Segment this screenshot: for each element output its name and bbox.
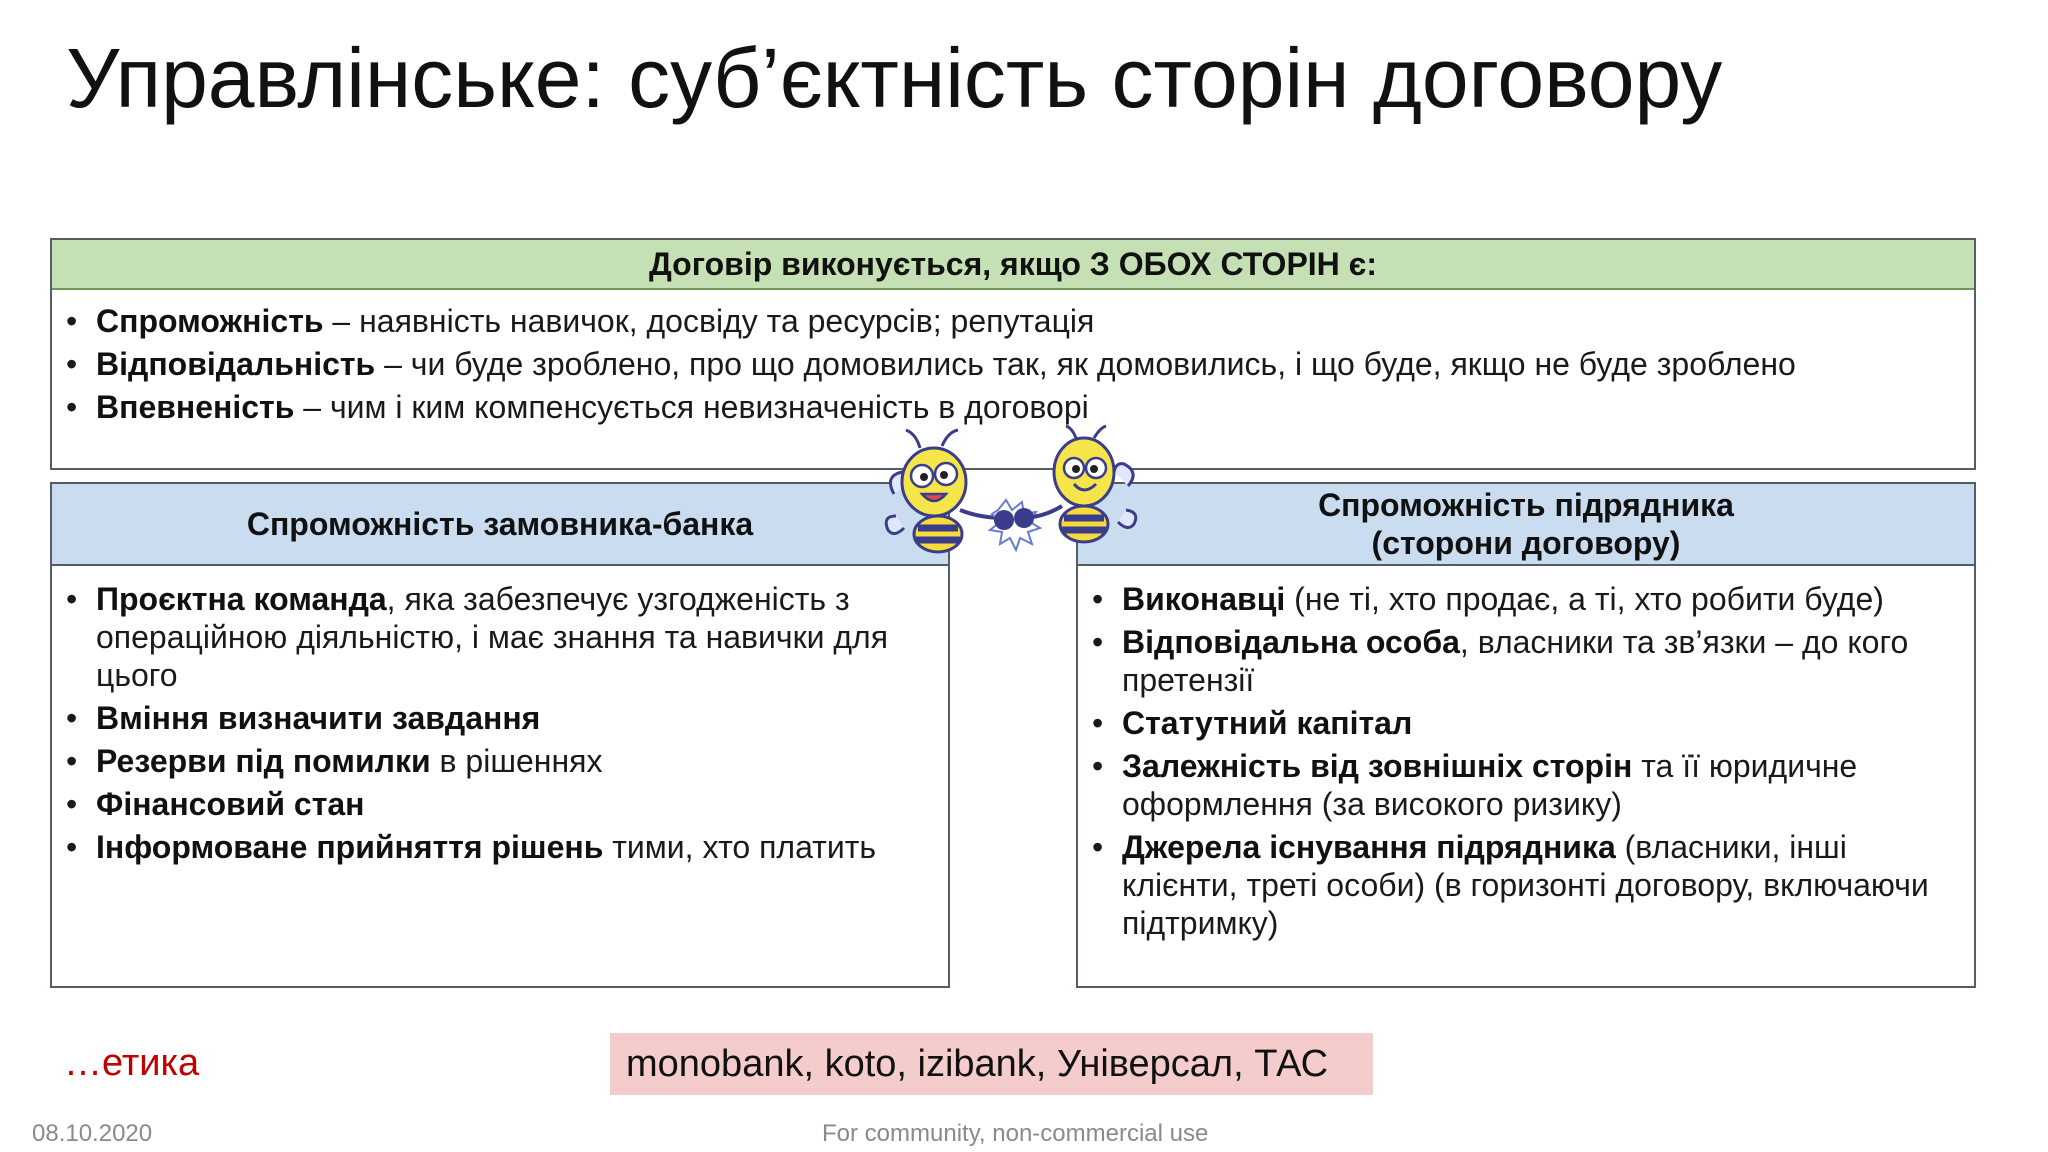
list-item: Інформоване прийняття рішень тими, хто п… [52, 828, 928, 866]
list-item-bold: Джерела існування підрядника [1122, 829, 1616, 865]
list-item-bold: Відповідальність [96, 346, 376, 382]
contractor-capability-box: Спроможність підрядника (сторони договор… [1076, 482, 1976, 988]
list-item-bold: Відповідальна особа [1122, 624, 1460, 660]
list-item-text: – чи буде зроблено, про що домовились та… [375, 346, 1796, 382]
slide-title: Управлінське: суб’єктність сторін догово… [66, 31, 1723, 125]
list-item-bold: Впевненість [96, 389, 295, 425]
contractor-capability-header: Спроможність підрядника (сторони договор… [1078, 484, 1974, 566]
slide-footer: For community, non-commercial use [822, 1120, 1209, 1147]
list-item-bold: Вміння визначити завдання [96, 700, 541, 736]
list-item: Проєктна команда, яка забезпечує узгодже… [52, 580, 928, 694]
slide-date: 08.10.2020 [32, 1120, 153, 1147]
list-item-text: та її юридичне оформлення (за високого р… [1122, 748, 1858, 822]
list-item: Фінансовий стан [52, 785, 928, 823]
contractor-header-line1: Спроможність підрядника [1318, 487, 1734, 523]
bank-capability-header: Спроможність замовника-банка [52, 484, 948, 566]
list-item: Статутний капітал [1078, 704, 1954, 742]
bank-capability-box: Спроможність замовника-банка Проєктна ко… [50, 482, 950, 988]
top-box-list: Спроможність – наявність навичок, досвід… [52, 290, 1974, 426]
list-item-bold: Фінансовий стан [96, 786, 365, 822]
list-item-text: (власники, інші клієнти, треті особи) (в… [1122, 829, 1929, 941]
list-item-bold: Спроможність [96, 303, 324, 339]
list-item-bold: Резерви під помилки [96, 743, 431, 779]
list-item: Джерела існування підрядника (власники, … [1078, 828, 1954, 942]
list-item-text: – наявність навичок, досвіду та ресурсів… [323, 303, 1095, 339]
list-item-bold: Проєктна команда [96, 581, 387, 617]
list-item: Відповідальна особа, власники та зв’язки… [1078, 623, 1954, 699]
bank-capability-list: Проєктна команда, яка забезпечує узгодже… [52, 566, 948, 866]
list-item: Залежність від зовнішніх сторін та її юр… [1078, 747, 1954, 823]
list-item-bold: Інформоване прийняття рішень [96, 829, 604, 865]
list-item: Резерви під помилки в рішеннях [52, 742, 928, 780]
list-item: Вміння визначити завдання [52, 699, 928, 737]
top-conditions-box: Договір виконується, якщо З ОБОХ СТОРІН … [50, 238, 1976, 470]
list-item: Виконавці (не ті, хто продає, а ті, хто … [1078, 580, 1954, 618]
contractor-header-line2: (сторони договору) [1371, 525, 1681, 561]
bees-fist-bump-icon [880, 424, 1142, 564]
contractor-capability-list: Виконавці (не ті, хто продає, а ті, хто … [1078, 566, 1974, 942]
list-item-bold: Залежність від зовнішніх сторін [1122, 748, 1633, 784]
list-item-text: – чим і ким компенсується невизначеність… [294, 389, 1089, 425]
list-item-text: тими, хто платить [603, 829, 877, 865]
list-item-bold: Виконавці [1122, 581, 1286, 617]
list-item: Впевненість – чим і ким компенсується не… [52, 388, 1974, 426]
list-item-text: , яка забезпечує узгодженість з операцій… [96, 581, 889, 693]
top-box-header: Договір виконується, якщо З ОБОХ СТОРІН … [52, 240, 1974, 290]
list-item: Спроможність – наявність навичок, досвід… [52, 302, 1974, 340]
list-item-text: в рішеннях [430, 743, 603, 779]
list-item-text: , власники та зв’язки – до кого претензі… [1122, 624, 1909, 698]
list-item-bold: Статутний капітал [1122, 705, 1413, 741]
list-item: Відповідальність – чи буде зроблено, про… [52, 345, 1974, 383]
ethics-note: …етика [64, 1042, 200, 1084]
banks-examples: monobank, koto, izibank, Універсал, ТАС [610, 1033, 1373, 1095]
banks-examples-text: monobank, koto, izibank, Універсал, ТАС [626, 1042, 1329, 1085]
list-item-text: (не ті, хто продає, а ті, хто робити буд… [1285, 581, 1884, 617]
